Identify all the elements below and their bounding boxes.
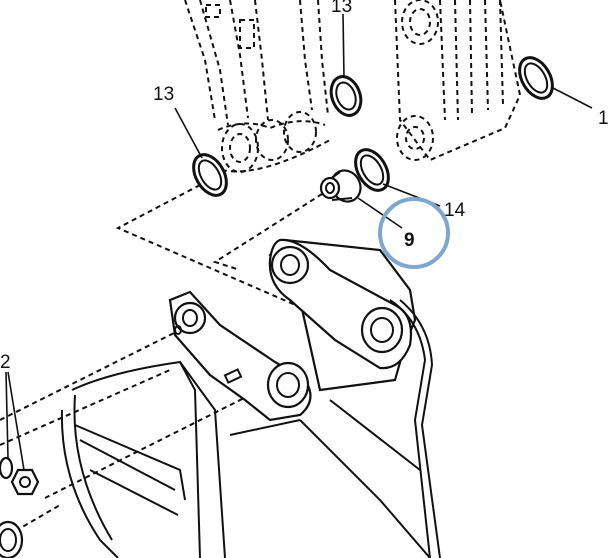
nut-lower [10,468,40,496]
assembly-lines [0,184,331,541]
leader-lines [5,13,593,471]
bucket-linkage [168,238,417,422]
highlight-circle [378,197,450,269]
washer-lower [0,520,24,558]
callout-13-top: 13 [331,0,352,17]
callout-13-left: 13 [153,84,174,105]
o-ring-14 [354,148,390,192]
callout-2: 2 [0,352,11,373]
o-ring-1 [518,56,554,100]
nut-upper [0,456,14,480]
callout-1: 1 [598,108,609,129]
o-ring-13-left [192,153,228,197]
bucket-body [60,299,441,558]
callout-14: 14 [444,200,466,221]
bushing-9 [319,169,362,203]
arm-assembly-dashed [184,0,522,173]
o-ring-13-top [329,75,363,117]
callout-9: 9 [404,230,415,251]
